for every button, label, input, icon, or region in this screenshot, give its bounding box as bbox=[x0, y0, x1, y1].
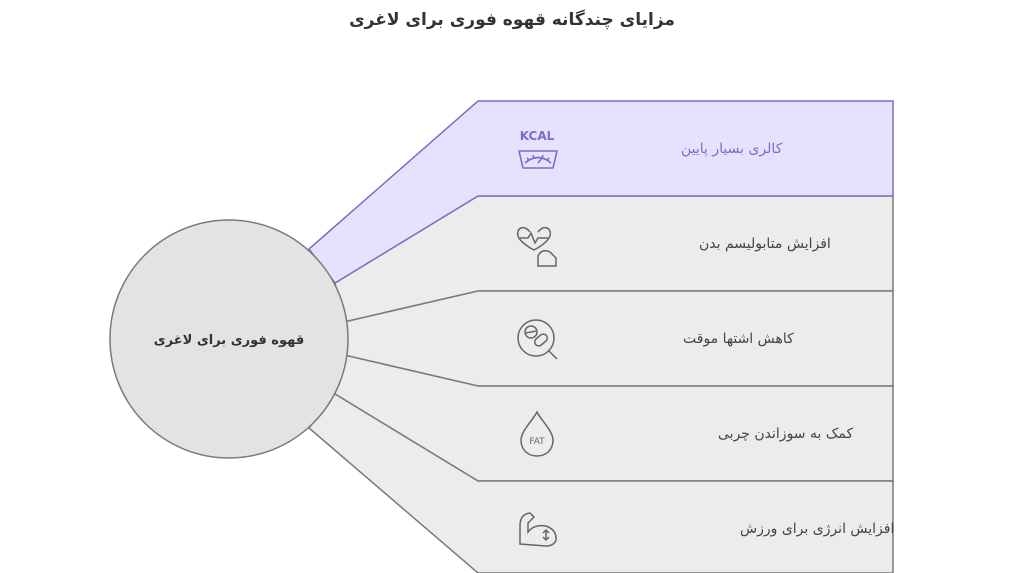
kcal-text: KCAL bbox=[520, 129, 555, 143]
heart-muscle-icon bbox=[516, 226, 557, 267]
fat-drop-icon: FAT bbox=[520, 410, 554, 457]
center-label: قهوه فوری برای لاغری bbox=[154, 333, 304, 348]
center-circle bbox=[109, 219, 349, 459]
segment-low-calorie bbox=[307, 100, 894, 284]
fat-text: FAT bbox=[529, 437, 545, 447]
flexed-arm-icon bbox=[519, 512, 557, 547]
item-label-energy: افزایش انرژی برای ورزش bbox=[740, 521, 894, 537]
diagram-title: مزایای چندگانه قهوه فوری برای لاغری bbox=[349, 10, 675, 30]
pill-search-icon bbox=[517, 319, 558, 360]
item-label-fat-burning: کمک به سوزاندن چربی bbox=[718, 426, 853, 442]
item-label-metabolism: افزایش متابولیسم بدن bbox=[699, 236, 831, 252]
kcal-scale-icon: KCAL bbox=[518, 129, 558, 169]
segment-appetite bbox=[343, 290, 894, 387]
item-label-low-calorie: کالری بسیار پایین bbox=[681, 141, 783, 157]
item-label-appetite: کاهش اشتها موقت bbox=[683, 331, 794, 347]
